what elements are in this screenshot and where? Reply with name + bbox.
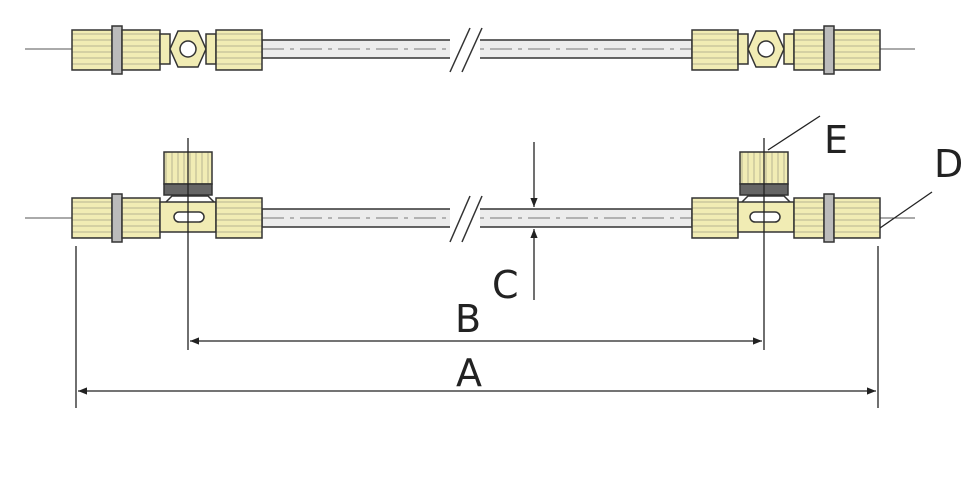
front-break-line-left xyxy=(449,195,471,243)
top-right-fitting xyxy=(691,25,881,75)
leader-d xyxy=(879,191,933,229)
front-right-fitting xyxy=(691,151,881,243)
front-break-line-right xyxy=(461,195,483,243)
front-view-assembly xyxy=(25,151,915,243)
top-break-line-left xyxy=(449,27,471,73)
label-a: A xyxy=(456,351,482,395)
label-e: E xyxy=(824,118,848,162)
label-b: B xyxy=(455,297,481,341)
dimension-lines xyxy=(75,115,933,408)
top-break-line-right xyxy=(461,27,483,73)
label-c: C xyxy=(492,263,519,307)
front-left-clamp-slot xyxy=(173,211,205,223)
leader-e xyxy=(767,115,821,151)
label-d: D xyxy=(934,142,963,186)
top-left-fitting xyxy=(71,25,263,75)
front-right-clamp-slot xyxy=(749,211,781,223)
top-view-assembly xyxy=(25,25,915,75)
front-left-fitting xyxy=(71,151,263,243)
